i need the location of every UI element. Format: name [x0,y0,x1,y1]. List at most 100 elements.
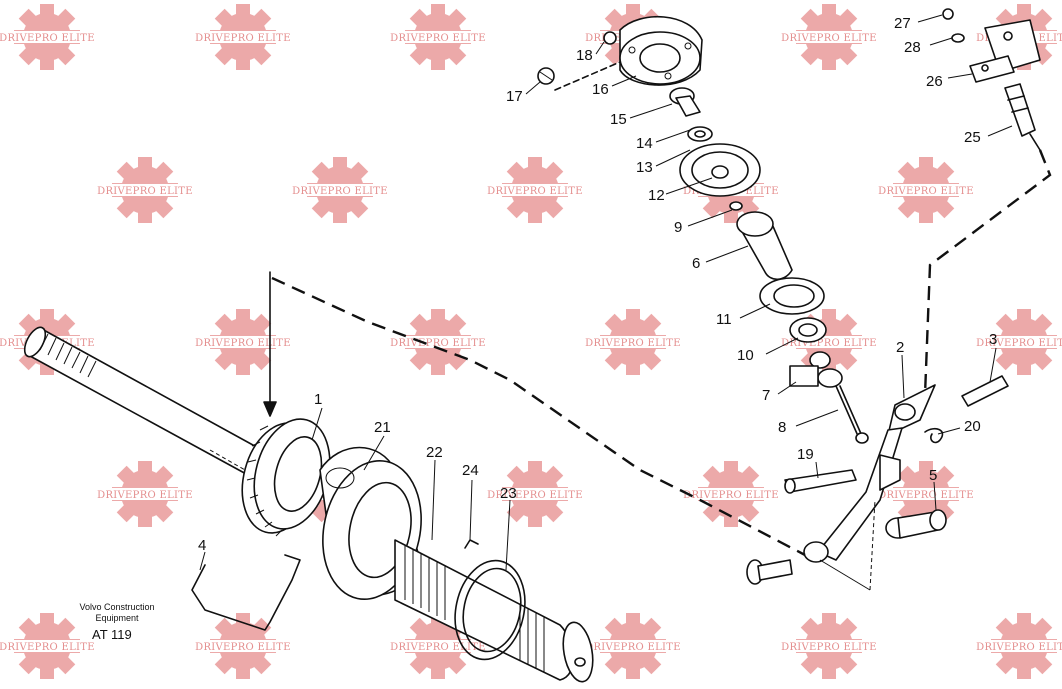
callout-8: 8 [778,419,786,436]
part-10-ring [789,317,827,343]
watermark-logo: DRIVEPRO ELITE [781,613,877,679]
part-7-bushing [789,351,843,388]
part-14-washer [687,126,713,142]
part-25-sensor [1004,83,1041,151]
watermark-logo: DRIVEPRO ELITE [487,157,583,223]
callout-24: 24 [462,462,479,479]
callout-18: 18 [576,47,593,64]
part-13-flange [679,143,761,197]
callout-2: 2 [896,339,904,356]
watermark-text: DRIVEPRO ELITE [390,642,486,653]
watermark-text: DRIVEPRO ELITE [487,186,583,197]
callout-10: 10 [737,347,754,364]
watermark-logo: DRIVEPRO ELITE [292,157,388,223]
callout-21: 21 [374,419,391,436]
callout-28: 28 [904,39,921,56]
callout-11: 11 [716,311,732,328]
part-9-washer [729,201,743,211]
part-2-shift-fork [803,384,936,563]
callout-13: 13 [636,159,653,176]
part-18-screw [603,31,617,45]
part-20-cotter-pin [924,428,944,444]
watermark-text: DRIVEPRO ELITE [97,186,193,197]
part-16-housing [619,15,703,86]
watermark-logo: DRIVEPRO ELITE [487,461,583,527]
watermark-text: DRIVEPRO ELITE [195,338,291,349]
watermark-text: DRIVEPRO ELITE [781,642,877,653]
watermark-logo: DRIVEPRO ELITE [195,613,291,679]
watermark-text: DRIVEPRO ELITE [0,33,95,44]
callout-17: 17 [506,88,523,105]
watermark-text: DRIVEPRO ELITE [976,338,1062,349]
watermark-text: DRIVEPRO ELITE [487,490,583,501]
callout-26: 26 [926,73,943,90]
callout-labels: 1 2 3 4 5 6 7 8 9 10 11 12 13 14 15 16 1… [198,15,997,554]
watermark-logo: DRIVEPRO ELITE [97,461,193,527]
part-6-sleeve [736,211,793,281]
watermark-logo: DRIVEPRO ELITE [878,157,974,223]
watermark-logo: DRIVEPRO ELITE [781,309,877,375]
callout-12: 12 [648,187,665,204]
part-8-rod [835,385,859,437]
watermark-text: DRIVEPRO ELITE [976,642,1062,653]
callout-14: 14 [636,135,653,152]
callout-22: 22 [426,444,443,461]
watermark-text: DRIVEPRO ELITE [878,490,974,501]
bearing-stack-assembly [537,15,869,444]
part-24-clip [464,539,479,549]
watermark-logo: DRIVEPRO ELITE [585,309,681,375]
watermark-logo: DRIVEPRO ELITE [390,613,486,679]
lower-nut [746,559,793,585]
callout-6: 6 [692,255,700,272]
watermark-text: DRIVEPRO ELITE [585,338,681,349]
watermark-logo: DRIVEPRO ELITE [585,613,681,679]
part-3-pin [961,375,1009,407]
callout-16: 16 [592,81,609,98]
part-26-bracket [969,19,1041,83]
watermark-logo: DRIVEPRO ELITE [390,309,486,375]
part-5-pivot [885,509,947,539]
watermark-text: DRIVEPRO ELITE [195,33,291,44]
callout-9: 9 [674,219,682,236]
callout-7: 7 [762,387,770,404]
callout-3: 3 [989,331,997,348]
watermark-logo: DRIVEPRO ELITE [0,4,95,70]
watermark-text: DRIVEPRO ELITE [195,642,291,653]
watermark-text: DRIVEPRO ELITE [781,338,877,349]
watermark-logo: DRIVEPRO ELITE [97,157,193,223]
watermark-logo: DRIVEPRO ELITE [878,461,974,527]
watermark-logo: DRIVEPRO ELITE [195,4,291,70]
watermark-text: DRIVEPRO ELITE [683,490,779,501]
watermark-text: DRIVEPRO ELITE [390,33,486,44]
watermark-logo: DRIVEPRO ELITE [390,4,486,70]
part-11-seal-ring [759,277,825,315]
part-19-bolt [784,469,857,493]
manufacturer-line-2: Equipment [95,613,139,623]
part-23-snap-ring-inner [462,567,522,653]
watermark-logo: DRIVEPRO ELITE [781,4,877,70]
callout-5: 5 [929,467,937,484]
part-4-wire-clip [191,554,301,631]
watermark-logo: DRIVEPRO ELITE [976,309,1062,375]
callout-23: 23 [500,485,517,502]
callout-4: 4 [198,537,206,554]
assembly-guide-lines [209,271,876,591]
shift-fork-assembly [746,375,1009,585]
watermark-text: DRIVEPRO ELITE [0,642,95,653]
watermark-text: DRIVEPRO ELITE [781,33,877,44]
part-1-gear-collar [241,418,331,537]
main-shaft-assembly [23,326,594,683]
watermark-text: DRIVEPRO ELITE [878,186,974,197]
watermark-logo: DRIVEPRO ELITE [683,461,779,527]
watermark-logo: DRIVEPRO ELITE [195,309,291,375]
callout-19: 19 [797,446,814,463]
watermark-logo: DRIVEPRO ELITE [0,613,95,679]
watermark-text: DRIVEPRO ELITE [585,642,681,653]
part-28-washer [951,33,965,43]
drawing-id-note: Volvo Construction Equipment AT 119 [79,602,154,642]
watermark-text: DRIVEPRO ELITE [292,186,388,197]
part-23-snap-ring [454,559,526,661]
leader-lines [199,14,1013,571]
